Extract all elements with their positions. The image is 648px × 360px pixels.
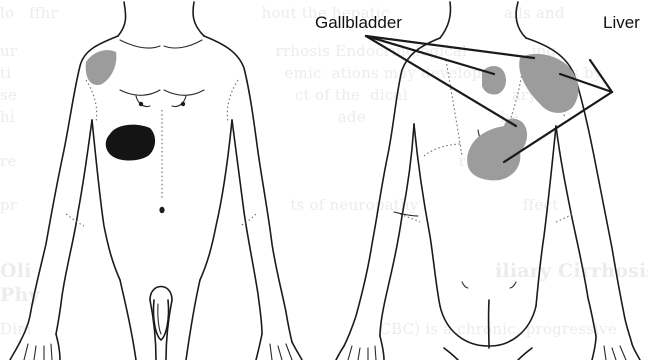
lower-right-back-pain-area bbox=[467, 119, 527, 181]
right-shoulder-pain-area bbox=[86, 50, 117, 85]
gallbladder-label: Gallbladder bbox=[315, 13, 402, 32]
anterior-body-figure bbox=[10, 2, 302, 360]
posterior-body-figure bbox=[336, 2, 640, 360]
epigastric-pain-area bbox=[106, 125, 155, 161]
gallbladder-leader-line-3 bbox=[366, 36, 534, 58]
posterior-shoulder-liver-pain-area bbox=[519, 54, 578, 113]
scapular-gallbladder-pain-area bbox=[482, 66, 506, 95]
liver-label: Liver bbox=[603, 13, 640, 32]
